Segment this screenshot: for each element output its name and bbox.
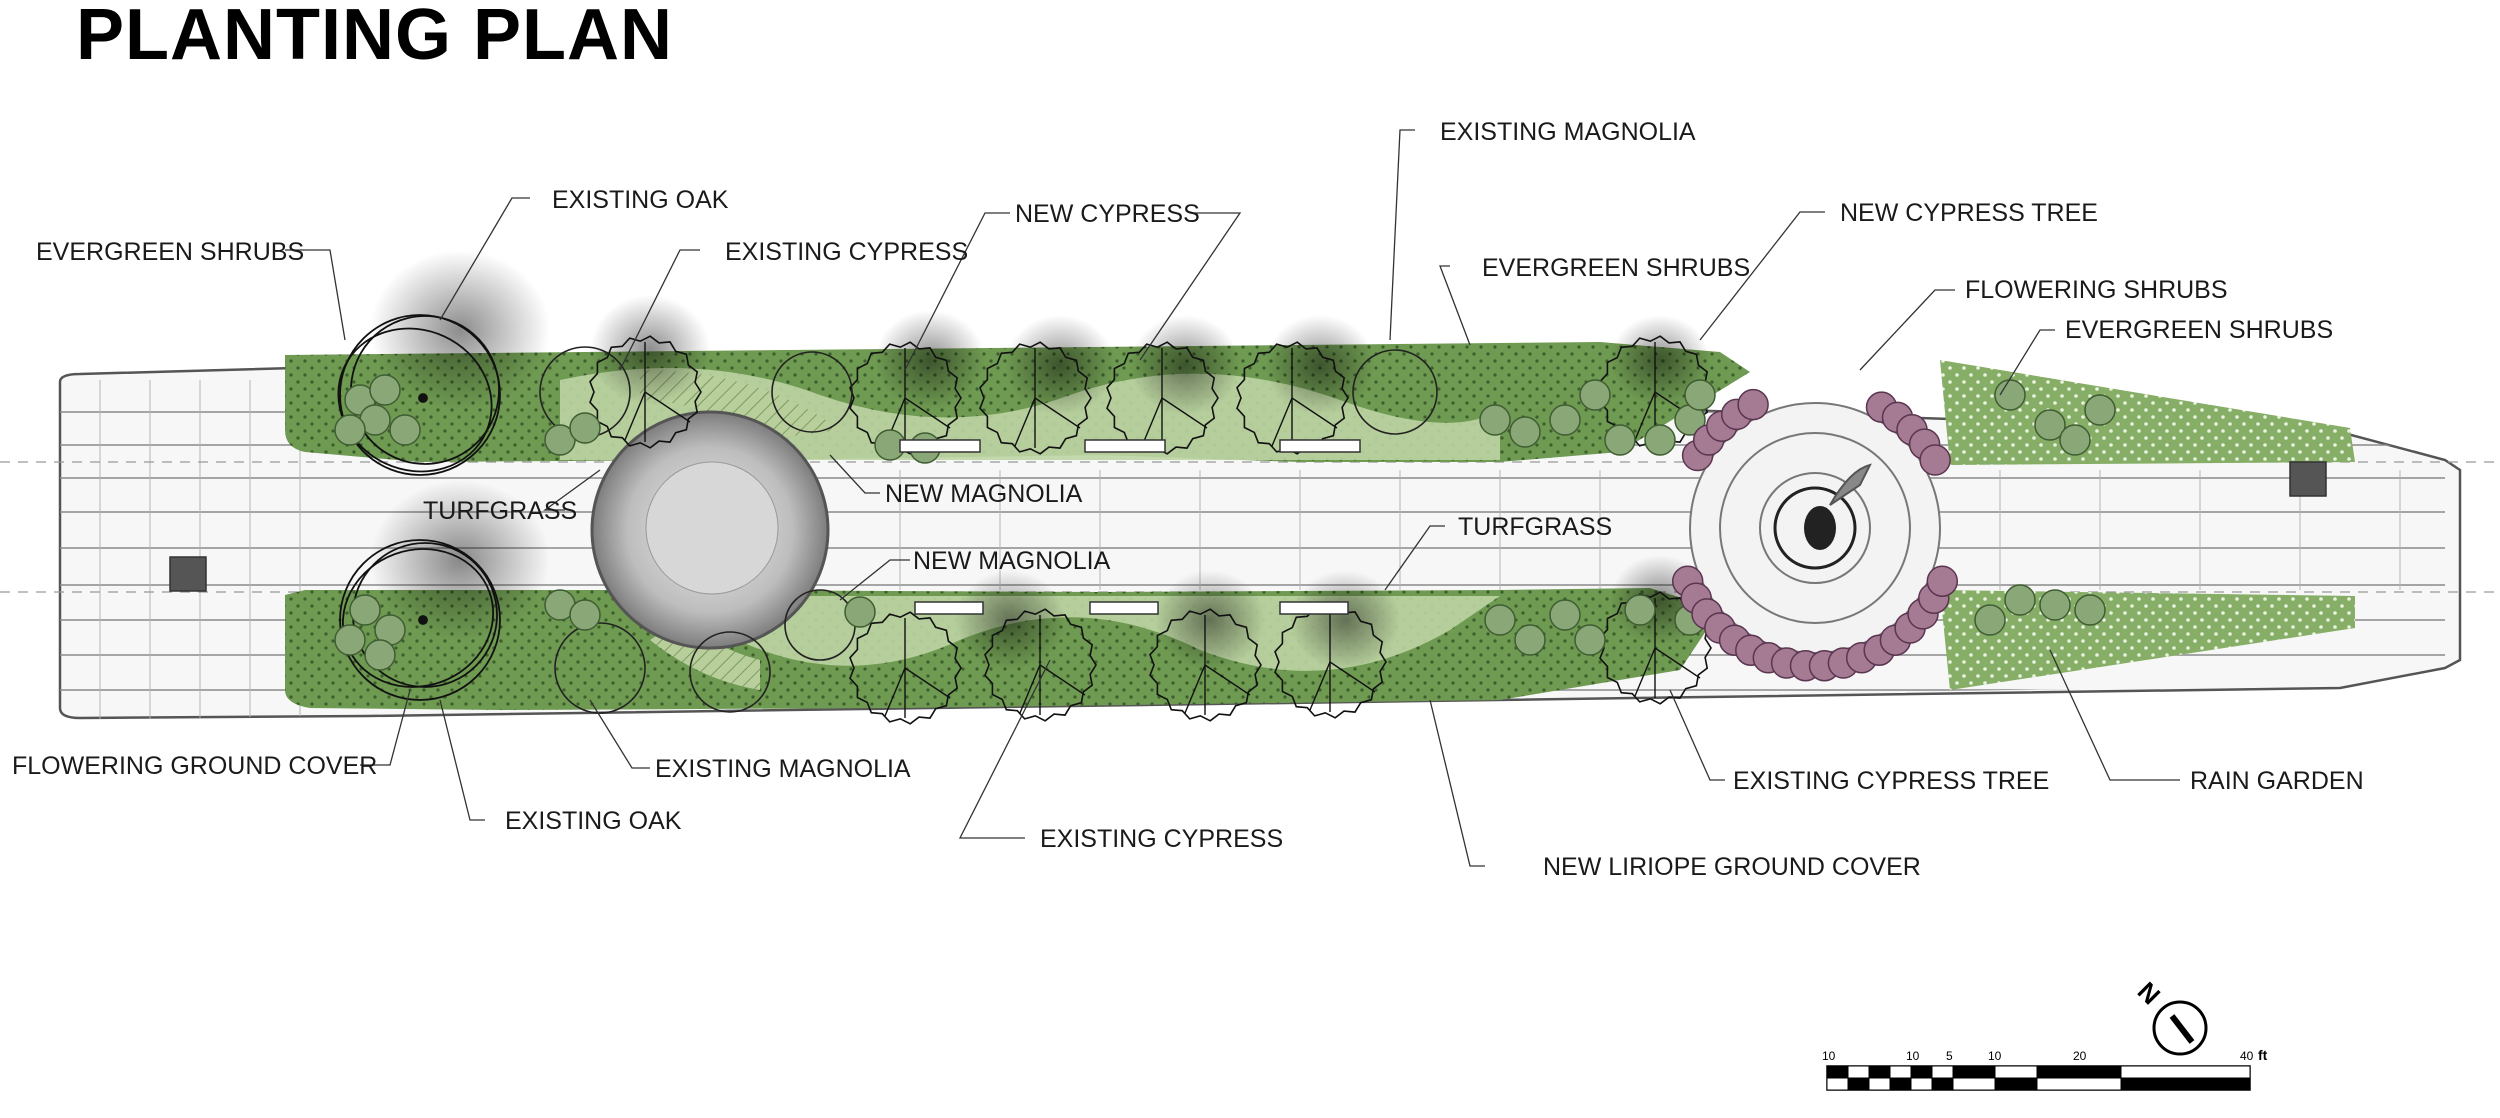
label-new-cypress-tree: NEW CYPRESS TREE bbox=[1840, 199, 2098, 227]
label-existing-oak-south: EXISTING OAK bbox=[505, 807, 682, 835]
evergreen-shrub bbox=[2034, 409, 2066, 441]
evergreen-shrub bbox=[1974, 604, 2006, 636]
label-existing-cypress-south: EXISTING CYPRESS bbox=[1040, 825, 1283, 853]
north-arrow: N bbox=[2132, 976, 2208, 1056]
label-evergreen-shrubs-nw: EVERGREEN SHRUBS bbox=[36, 238, 304, 266]
scale-tick-0: 10 bbox=[1822, 1049, 1836, 1063]
evergreen-shrub bbox=[2084, 394, 2116, 426]
scale-tick-5: 40 bbox=[2240, 1049, 2254, 1063]
label-turfgrass-west: TURFGRASS bbox=[423, 497, 577, 525]
cypress-tree-canopy bbox=[984, 608, 1097, 722]
flowering-shrub bbox=[1926, 565, 1959, 597]
evergreen-shrub bbox=[1624, 594, 1656, 626]
plant-labels: EVERGREEN SHRUBS EXISTING OAK EXISTING C… bbox=[12, 118, 2364, 881]
tree-shadows bbox=[370, 250, 1710, 670]
paving-joints bbox=[99, 380, 2401, 720]
north-arrow-letter: N bbox=[2132, 976, 2166, 1010]
evergreen-shrub bbox=[2004, 584, 2036, 616]
scale-tick-3: 10 bbox=[1988, 1049, 2002, 1063]
label-existing-cypress-north: EXISTING CYPRESS bbox=[725, 238, 968, 266]
flowering-shrub bbox=[1737, 388, 1769, 421]
north-arrow-needle bbox=[2169, 1014, 2195, 1044]
label-turfgrass-center: TURFGRASS bbox=[1458, 513, 1612, 541]
scale-tick-4: 20 bbox=[2073, 1049, 2087, 1063]
evergreen-shrub bbox=[1684, 379, 1716, 411]
label-new-magnolia-north: NEW MAGNOLIA bbox=[885, 480, 1083, 508]
evergreen-shrub bbox=[364, 639, 396, 671]
label-rain-garden: RAIN GARDEN bbox=[2190, 767, 2364, 795]
evergreen-shrub bbox=[569, 412, 601, 444]
evergreen-shrub bbox=[389, 414, 421, 446]
evergreen-shrub bbox=[1484, 604, 1516, 636]
west-plaza bbox=[590, 410, 830, 650]
evergreen-shrub bbox=[334, 624, 366, 656]
scale-bar: 10 10 5 10 20 40 ft bbox=[1822, 1047, 2268, 1091]
leader-lines bbox=[285, 129, 2180, 867]
label-existing-magnolia-north: EXISTING MAGNOLIA bbox=[1440, 118, 1696, 146]
evergreen-shrub bbox=[2059, 424, 2091, 456]
label-flowering-shrubs: FLOWERING SHRUBS bbox=[1965, 276, 2228, 304]
evergreen-shrub bbox=[1549, 599, 1581, 631]
north-turf-swale bbox=[560, 368, 1500, 460]
cypress-tree-canopy bbox=[1274, 605, 1387, 719]
evergreen-shrub bbox=[2039, 589, 2071, 621]
east-plaza bbox=[1689, 402, 1941, 654]
cypress-tree-canopy bbox=[849, 611, 962, 725]
label-existing-cypress-tree: EXISTING CYPRESS TREE bbox=[1733, 767, 2049, 795]
evergreen-shrub bbox=[1549, 404, 1581, 436]
label-new-magnolia-south: NEW MAGNOLIA bbox=[913, 547, 1111, 575]
evergreen-shrub bbox=[1994, 379, 2026, 411]
cypress-tree-canopy bbox=[979, 341, 1092, 455]
evergreen-shrub bbox=[1574, 624, 1606, 656]
flowering-shrub-ring bbox=[1671, 388, 1959, 682]
label-flowering-ground-cover: FLOWERING GROUND COVER bbox=[12, 752, 377, 780]
label-new-liriope: NEW LIRIOPE GROUND COVER bbox=[1543, 853, 1921, 881]
evergreen-shrub bbox=[569, 599, 601, 631]
evergreen-shrub bbox=[369, 374, 401, 406]
scale-unit: ft bbox=[2258, 1047, 2268, 1063]
page-title: PLANTING PLAN bbox=[76, 0, 673, 75]
north-east-bed bbox=[1940, 360, 2355, 465]
evergreen-shrub bbox=[334, 414, 366, 446]
scale-tick-2: 5 bbox=[1946, 1049, 1953, 1063]
evergreen-shrub bbox=[349, 594, 381, 626]
evergreen-shrub-masses bbox=[334, 374, 2116, 671]
cypress-tree-canopy bbox=[589, 335, 702, 449]
benches bbox=[169, 439, 2327, 615]
flowering-shrub bbox=[1919, 444, 1951, 476]
scale-tick-1: 10 bbox=[1906, 1049, 1920, 1063]
evergreen-shrub bbox=[1479, 404, 1511, 436]
evergreen-shrub bbox=[1579, 379, 1611, 411]
evergreen-shrub bbox=[2074, 594, 2106, 626]
cypress-tree-canopy bbox=[1149, 608, 1262, 722]
evergreen-shrub bbox=[1514, 624, 1546, 656]
evergreen-shrub bbox=[844, 596, 876, 628]
label-existing-oak-north: EXISTING OAK bbox=[552, 186, 729, 214]
cypress-tree-canopy bbox=[1106, 341, 1219, 455]
label-new-cypress-north: NEW CYPRESS bbox=[1015, 200, 1200, 228]
label-evergreen-shrubs-north: EVERGREEN SHRUBS bbox=[1482, 254, 1750, 282]
label-evergreen-shrubs-ne: EVERGREEN SHRUBS bbox=[2065, 316, 2333, 344]
evergreen-shrub bbox=[1644, 424, 1676, 456]
label-existing-magnolia-south: EXISTING MAGNOLIA bbox=[655, 755, 911, 783]
evergreen-shrub bbox=[1604, 424, 1636, 456]
evergreen-shrub bbox=[1509, 416, 1541, 448]
north-arrow-circle bbox=[2152, 1000, 2208, 1056]
